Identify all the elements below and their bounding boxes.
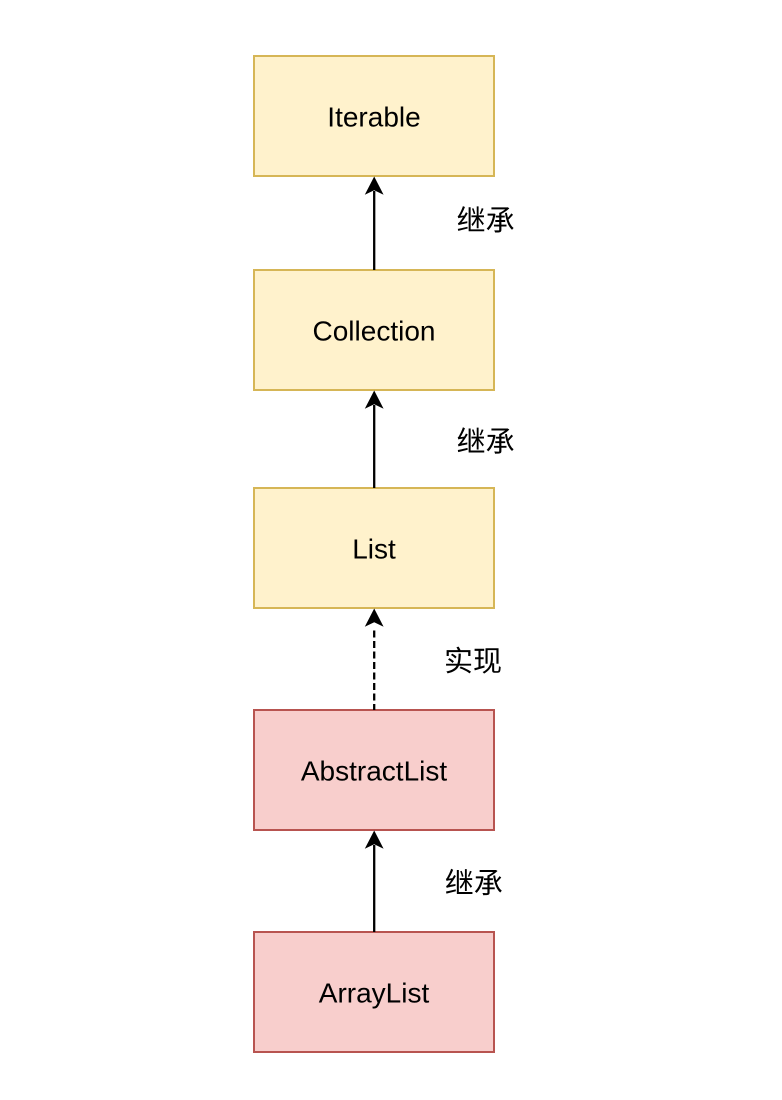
svg-text:List: List [352, 534, 396, 565]
svg-text:ArrayList: ArrayList [319, 978, 430, 1009]
svg-text:Collection: Collection [313, 316, 436, 347]
svg-text:Iterable: Iterable [327, 102, 420, 133]
svg-text:AbstractList: AbstractList [301, 756, 447, 787]
